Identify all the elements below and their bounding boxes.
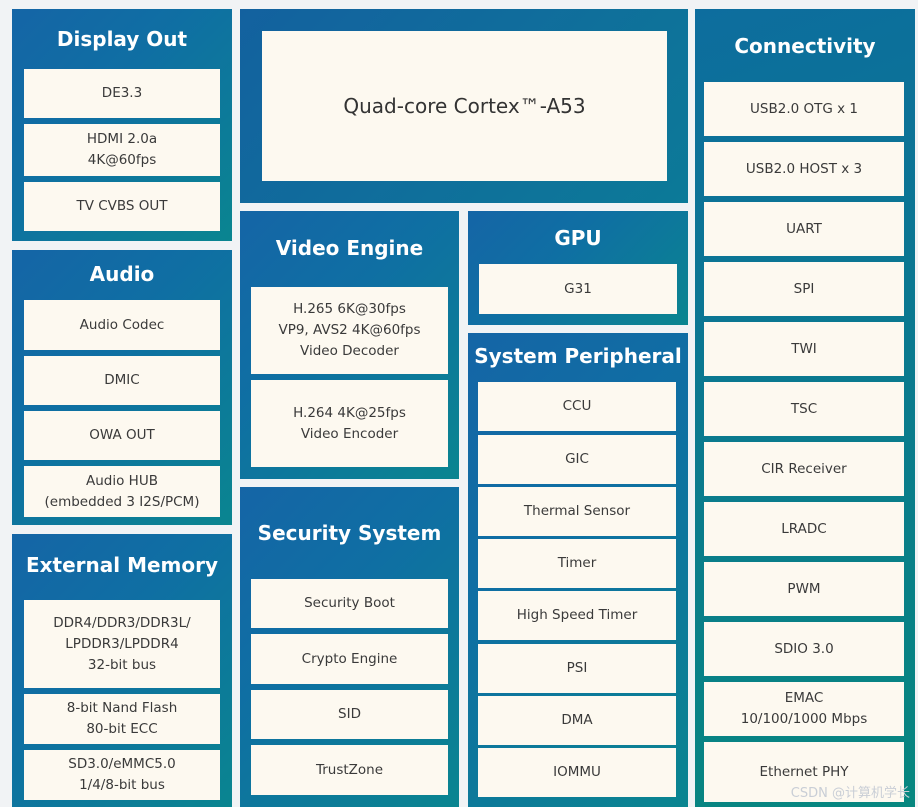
gpu-panel: GPU G31 xyxy=(468,211,688,325)
connectivity-item: SDIO 3.0 xyxy=(704,622,904,676)
gpu-item: G31 xyxy=(479,264,677,314)
security-system-item: Crypto Engine xyxy=(251,634,448,684)
display-out-title: Display Out xyxy=(56,27,188,51)
connectivity-item: LRADC xyxy=(704,502,904,556)
system-peripheral-item: High Speed Timer xyxy=(478,591,676,640)
video-engine-item: H.265 6K@30fps VP9, AVS2 4K@60fps Video … xyxy=(251,287,448,374)
connectivity-item: SPI xyxy=(704,262,904,316)
external-memory-item: DDR4/DDR3/DDR3L/ LPDDR3/LPDDR4 32-bit bu… xyxy=(24,600,220,688)
cpu-panel: Quad-core Cortex™-A53 xyxy=(240,9,688,203)
security-system-item: TrustZone xyxy=(251,745,448,795)
video-engine-item: H.264 4K@25fps Video Encoder xyxy=(251,380,448,467)
system-peripheral-item: Timer xyxy=(478,539,676,588)
gpu-title: GPU xyxy=(554,226,602,250)
connectivity-item: USB2.0 HOST x 3 xyxy=(704,142,904,196)
system-peripheral-item: CCU xyxy=(478,382,676,431)
connectivity-item: TSC xyxy=(704,382,904,436)
audio-panel: Audio Audio Codec DMIC OWA OUT Audio HUB… xyxy=(12,250,232,525)
connectivity-item: TWI xyxy=(704,322,904,376)
security-system-panel: Security System Security Boot Crypto Eng… xyxy=(240,487,459,807)
connectivity-item: Ethernet PHY xyxy=(704,742,904,802)
system-peripheral-panel: System Peripheral CCU GIC Thermal Sensor… xyxy=(468,333,688,807)
connectivity-item: PWM xyxy=(704,562,904,616)
display-out-item: HDMI 2.0a 4K@60fps xyxy=(24,124,220,176)
connectivity-title: Connectivity xyxy=(734,34,876,58)
display-out-panel: Display Out DE3.3 HDMI 2.0a 4K@60fps TV … xyxy=(12,9,232,241)
security-system-item: Security Boot xyxy=(251,579,448,628)
system-peripheral-item: DMA xyxy=(478,696,676,745)
external-memory-title: External Memory xyxy=(25,553,219,577)
system-peripheral-item: GIC xyxy=(478,435,676,484)
audio-item: Audio Codec xyxy=(24,300,220,350)
system-peripheral-title: System Peripheral xyxy=(474,344,682,368)
system-peripheral-item: Thermal Sensor xyxy=(478,487,676,536)
connectivity-item: USB2.0 OTG x 1 xyxy=(704,82,904,136)
system-peripheral-item: IOMMU xyxy=(478,748,676,797)
display-out-item: TV CVBS OUT xyxy=(24,182,220,231)
system-peripheral-item: PSI xyxy=(478,644,676,693)
security-system-item: SID xyxy=(251,690,448,739)
video-engine-title: Video Engine xyxy=(275,236,424,260)
audio-item: DMIC xyxy=(24,356,220,405)
connectivity-item: UART xyxy=(704,202,904,256)
security-system-title: Security System xyxy=(257,521,442,545)
connectivity-panel: Connectivity USB2.0 OTG x 1 USB2.0 HOST … xyxy=(695,9,915,807)
watermark-text: CSDN @计算机学长 xyxy=(790,786,910,801)
video-engine-panel: Video Engine H.265 6K@30fps VP9, AVS2 4K… xyxy=(240,211,459,479)
audio-item: OWA OUT xyxy=(24,411,220,460)
audio-title: Audio xyxy=(89,262,155,286)
connectivity-item: EMAC 10/100/1000 Mbps xyxy=(704,682,904,736)
external-memory-item: SD3.0/eMMC5.0 1/4/8-bit bus xyxy=(24,750,220,800)
external-memory-item: 8-bit Nand Flash 80-bit ECC xyxy=(24,694,220,744)
display-out-item: DE3.3 xyxy=(24,69,220,118)
connectivity-item: CIR Receiver xyxy=(704,442,904,496)
external-memory-panel: External Memory DDR4/DDR3/DDR3L/ LPDDR3/… xyxy=(12,534,232,807)
cpu-label: Quad-core Cortex™-A53 xyxy=(262,31,667,181)
audio-item: Audio HUB (embedded 3 I2S/PCM) xyxy=(24,466,220,517)
